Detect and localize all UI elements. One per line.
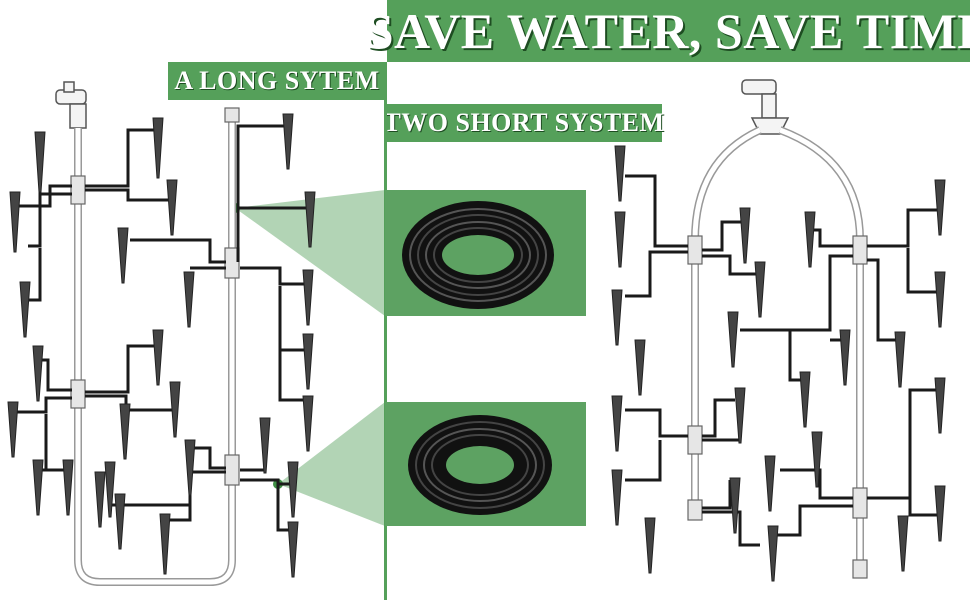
divider-line xyxy=(384,62,387,600)
short-system-label: TWO SHORT SYSTEM xyxy=(383,104,664,142)
long-system-label: A LONG SYTEM xyxy=(168,62,386,100)
callout-wedge-top xyxy=(235,190,385,316)
drip-stake-icon xyxy=(7,113,316,578)
tubing-coil-icon xyxy=(402,201,554,309)
faucet-icon xyxy=(55,81,87,129)
faucet-y-splitter-icon xyxy=(741,79,790,135)
callout-wedge-bottom xyxy=(278,402,385,526)
long-system-diagram xyxy=(7,81,316,586)
headline-banner: SAVE WATER, SAVE TIME xyxy=(366,0,970,62)
short-system-diagram xyxy=(611,79,946,582)
tubing-coil-icon xyxy=(408,415,552,515)
drip-stake-icon xyxy=(611,145,946,582)
